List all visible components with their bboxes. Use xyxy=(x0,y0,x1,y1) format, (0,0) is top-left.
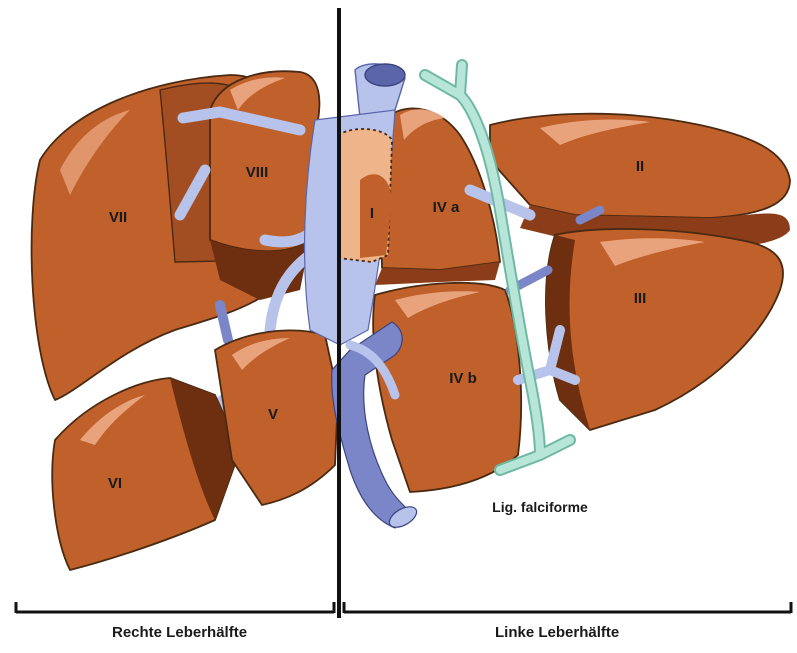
segment-vii-label: VII xyxy=(109,209,127,226)
segment-vi: VI xyxy=(52,378,240,570)
segment-i: I xyxy=(338,129,392,262)
ligament-label: Lig. falciforme xyxy=(492,499,588,515)
left-half-bracket xyxy=(344,602,791,613)
segment-i-label: I xyxy=(370,205,374,222)
segment-v: V xyxy=(215,330,338,505)
segment-viii-label: VIII xyxy=(246,164,269,181)
segment-v-label: V xyxy=(268,406,278,423)
segment-ii: II xyxy=(490,114,790,249)
right-half-label: Rechte Leberhälfte xyxy=(112,624,247,641)
left-half-label: Linke Leberhälfte xyxy=(495,624,619,641)
segment-vi-label: VI xyxy=(108,475,122,492)
segment-iva-label: IV a xyxy=(433,199,460,216)
segment-iii: III xyxy=(546,229,783,430)
vena-cava-opening xyxy=(365,64,405,86)
segment-iii-label: III xyxy=(634,290,647,307)
segment-ivb-label: IV b xyxy=(449,370,477,387)
segment-viii-shape xyxy=(210,71,319,251)
segment-ii-label: II xyxy=(636,158,644,175)
right-half-bracket xyxy=(16,602,334,613)
